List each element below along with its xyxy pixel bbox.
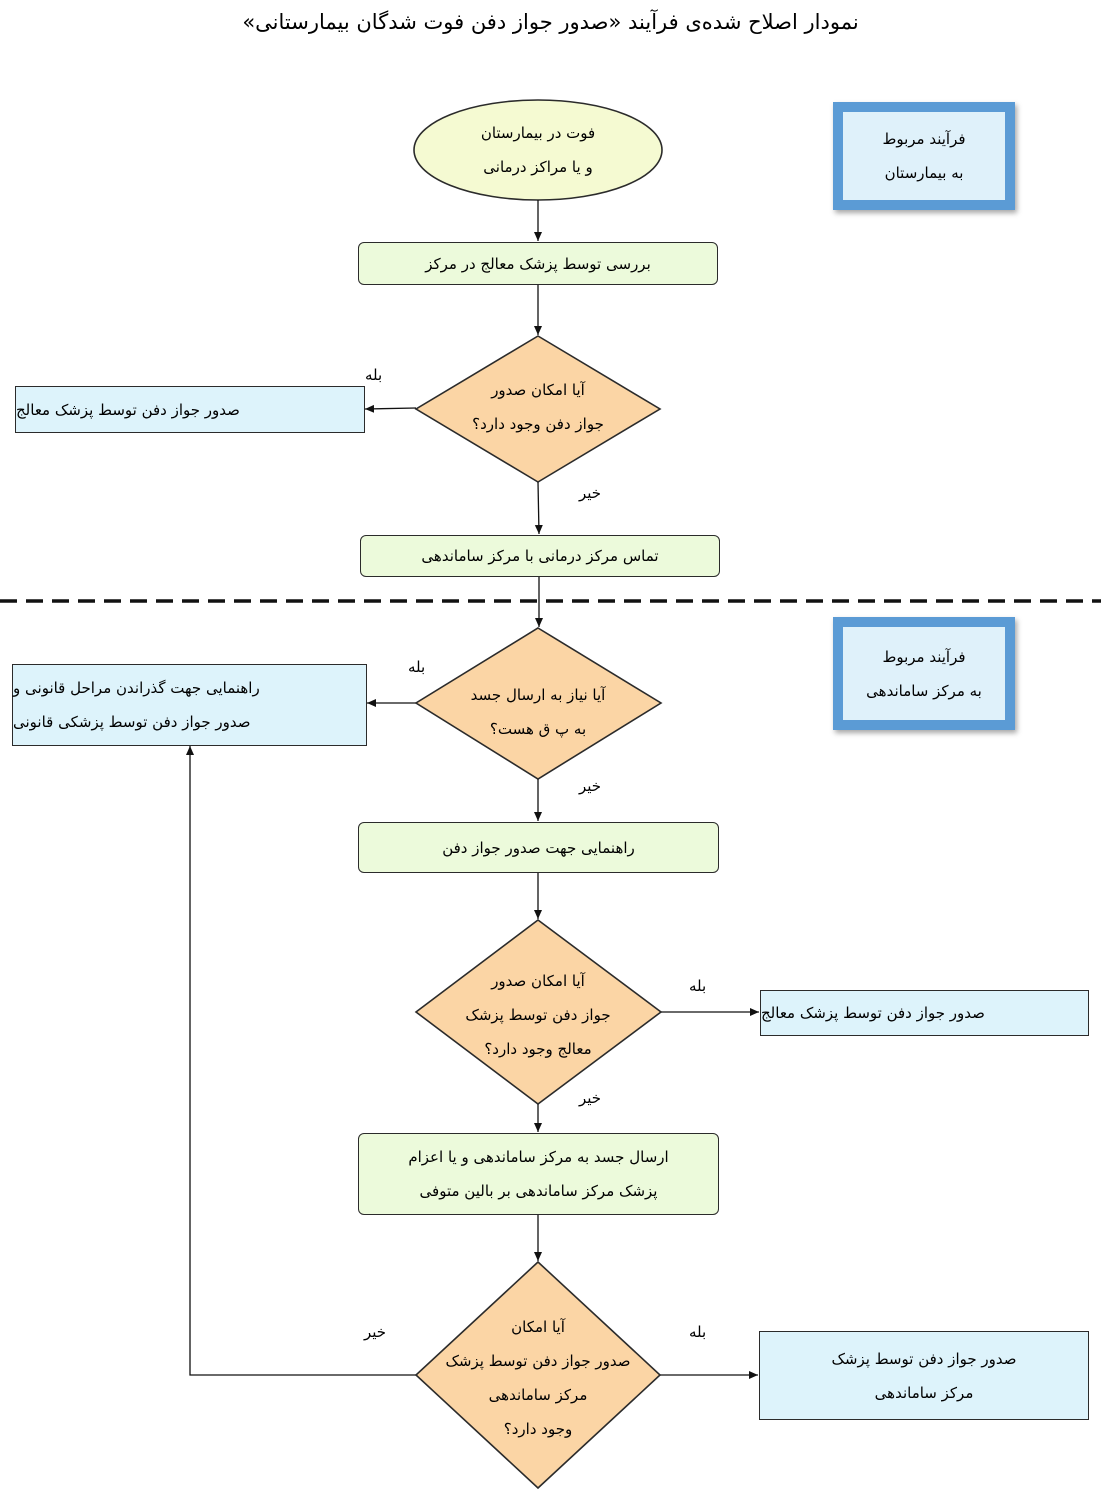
decision-q4-line4: وجود دارد؟ xyxy=(503,1420,573,1438)
decision-q4-line1: آیا امکان xyxy=(511,1318,565,1336)
process-guide: راهنمایی جهت صدور جواز دفن xyxy=(358,822,719,873)
decision-q3-line1: آیا امکان صدور xyxy=(491,972,585,990)
q1-yes-label: بله xyxy=(365,366,383,384)
connector-q4-no xyxy=(186,746,416,1376)
terminal-issue2-text: صدور جواز دفن توسط پزشک معالج xyxy=(761,1004,985,1022)
q1-no-label: خیر xyxy=(579,484,602,502)
process-guide-text: راهنمایی جهت صدور جواز دفن xyxy=(442,838,635,857)
process-send: ارسال جسد به مرکز ساماندهی و یا اعزام پز… xyxy=(358,1133,719,1215)
q3-no-label: خیر xyxy=(579,1089,602,1107)
q4-no-label: خیر xyxy=(364,1323,387,1341)
decision-q3-line3: معالج وجود دارد؟ xyxy=(484,1040,592,1058)
decision-q2: آیا نیاز به ارسال جسد به پ ق هست؟ xyxy=(436,677,640,747)
start-line1: فوت در بیمارستان xyxy=(480,124,596,142)
terminal-issue3-line2: مرکز ساماندهی xyxy=(874,1383,974,1402)
decision-q1-line1: آیا امکان صدور xyxy=(491,381,585,399)
decision-q4: آیا امکان صدور جواز دفن توسط پزشک مرکز س… xyxy=(428,1310,648,1446)
q2-no-label: خیر xyxy=(579,777,602,795)
decision-q4-line3: مرکز ساماندهی xyxy=(488,1386,588,1404)
terminal-issue1-text: صدور جواز دفن توسط پزشک معالج xyxy=(16,400,240,419)
decision-q2-line2: به پ ق هست؟ xyxy=(489,720,587,738)
decision-q1-line2: جواز دفن وجود دارد؟ xyxy=(472,415,604,433)
connector-q1-no xyxy=(534,481,543,535)
decision-q3: آیا امکان صدور جواز دفن توسط پزشک معالج … xyxy=(438,963,638,1067)
terminal-issue1: صدور جواز دفن توسط پزشک معالج xyxy=(15,386,365,433)
connector-q1-yes xyxy=(364,404,417,413)
process-review-text: بررسی توسط پزشک معالج در مرکز xyxy=(425,254,651,273)
terminal-issue3-line1: صدور جواز دفن توسط پزشک xyxy=(831,1349,1017,1368)
decision-q4-shape xyxy=(414,1260,662,1490)
panel-hospital-text: فرآیند مربوط به بیمارستان xyxy=(843,112,1005,200)
terminal-issue2: صدور جواز دفن توسط پزشک معالج xyxy=(760,990,1089,1036)
panel-coordination-process: فرآیند مربوط به مرکز ساماندهی xyxy=(833,617,1015,730)
decision-q1: آیا امکان صدور جواز دفن وجود دارد؟ xyxy=(438,372,638,442)
decision-q3-line2: جواز دفن توسط پزشک xyxy=(465,1006,611,1024)
q2-yes-label: بله xyxy=(408,658,426,676)
terminal-forensic: راهنمایی جهت گذراندن مراحل قانونی و صدور… xyxy=(12,664,367,746)
decision-q4-line2: صدور جواز دفن توسط پزشک xyxy=(445,1352,631,1370)
panel-hospital-process: فرآیند مربوط به بیمارستان xyxy=(833,102,1015,210)
process-contact: تماس مرکز درمانی با مرکز ساماندهی xyxy=(360,535,720,577)
panel-coordination-line1: فرآیند مربوط xyxy=(882,647,966,666)
q3-yes-label: بله xyxy=(689,977,707,995)
process-contact-text: تماس مرکز درمانی با مرکز ساماندهی xyxy=(421,547,659,565)
panel-coordination-text: فرآیند مربوط به مرکز ساماندهی xyxy=(843,627,1005,720)
decision-q2-line1: آیا نیاز به ارسال جسد xyxy=(470,686,606,704)
process-send-line1: ارسال جسد به مرکز ساماندهی و یا اعزام xyxy=(408,1148,669,1166)
q4-yes-label: بله xyxy=(689,1323,707,1341)
panel-coordination-line2: به مرکز ساماندهی xyxy=(866,681,982,700)
process-send-line2: پزشک مرکز ساماندهی بر بالین متوفی xyxy=(419,1182,658,1200)
panel-hospital-line2: به بیمارستان xyxy=(884,164,964,182)
terminal-forensic-line1: راهنمایی جهت گذراندن مراحل قانونی و xyxy=(13,679,260,697)
process-review: بررسی توسط پزشک معالج در مرکز xyxy=(358,242,718,285)
terminal-forensic-line2: صدور جواز دفن توسط پزشکی قانونی xyxy=(13,713,251,731)
diagram-title: نمودار اصلاح شده‌ی فرآیند «صدور جواز دفن… xyxy=(242,10,859,34)
start-line2: و یا مراکز درمانی xyxy=(483,158,593,176)
start-node: فوت در بیمارستان و یا مراکز درمانی xyxy=(430,115,646,185)
terminal-issue3: صدور جواز دفن توسط پزشک مرکز ساماندهی xyxy=(759,1331,1089,1420)
panel-hospital-line1: فرآیند مربوط xyxy=(882,130,966,148)
